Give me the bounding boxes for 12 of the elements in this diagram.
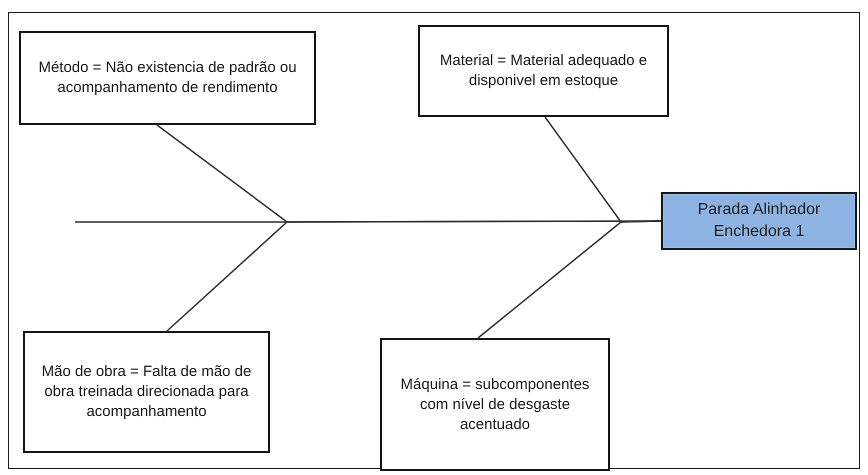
effect-label: Parada Alinhador Enchedora 1 xyxy=(696,200,822,242)
branch-line xyxy=(478,220,662,339)
cause-box xyxy=(380,338,610,471)
effect-box xyxy=(661,192,857,250)
cause-box xyxy=(23,331,270,453)
cause-box xyxy=(418,25,669,117)
cause-text: Material = Material adequado e disponivel em estoque xyxy=(438,51,648,91)
cause-text: Máquina = subcomponentes com nível de desgaste acentuado xyxy=(400,374,590,434)
cause-box xyxy=(19,31,316,125)
cause-text: Mão de obra = Falta de mão de obra treinada direcionada para acompanhamento xyxy=(40,362,252,422)
branch-line xyxy=(166,220,661,332)
cause-text: Método = Não existencia de padrão ou acompanhamento de rendimento xyxy=(37,58,298,98)
